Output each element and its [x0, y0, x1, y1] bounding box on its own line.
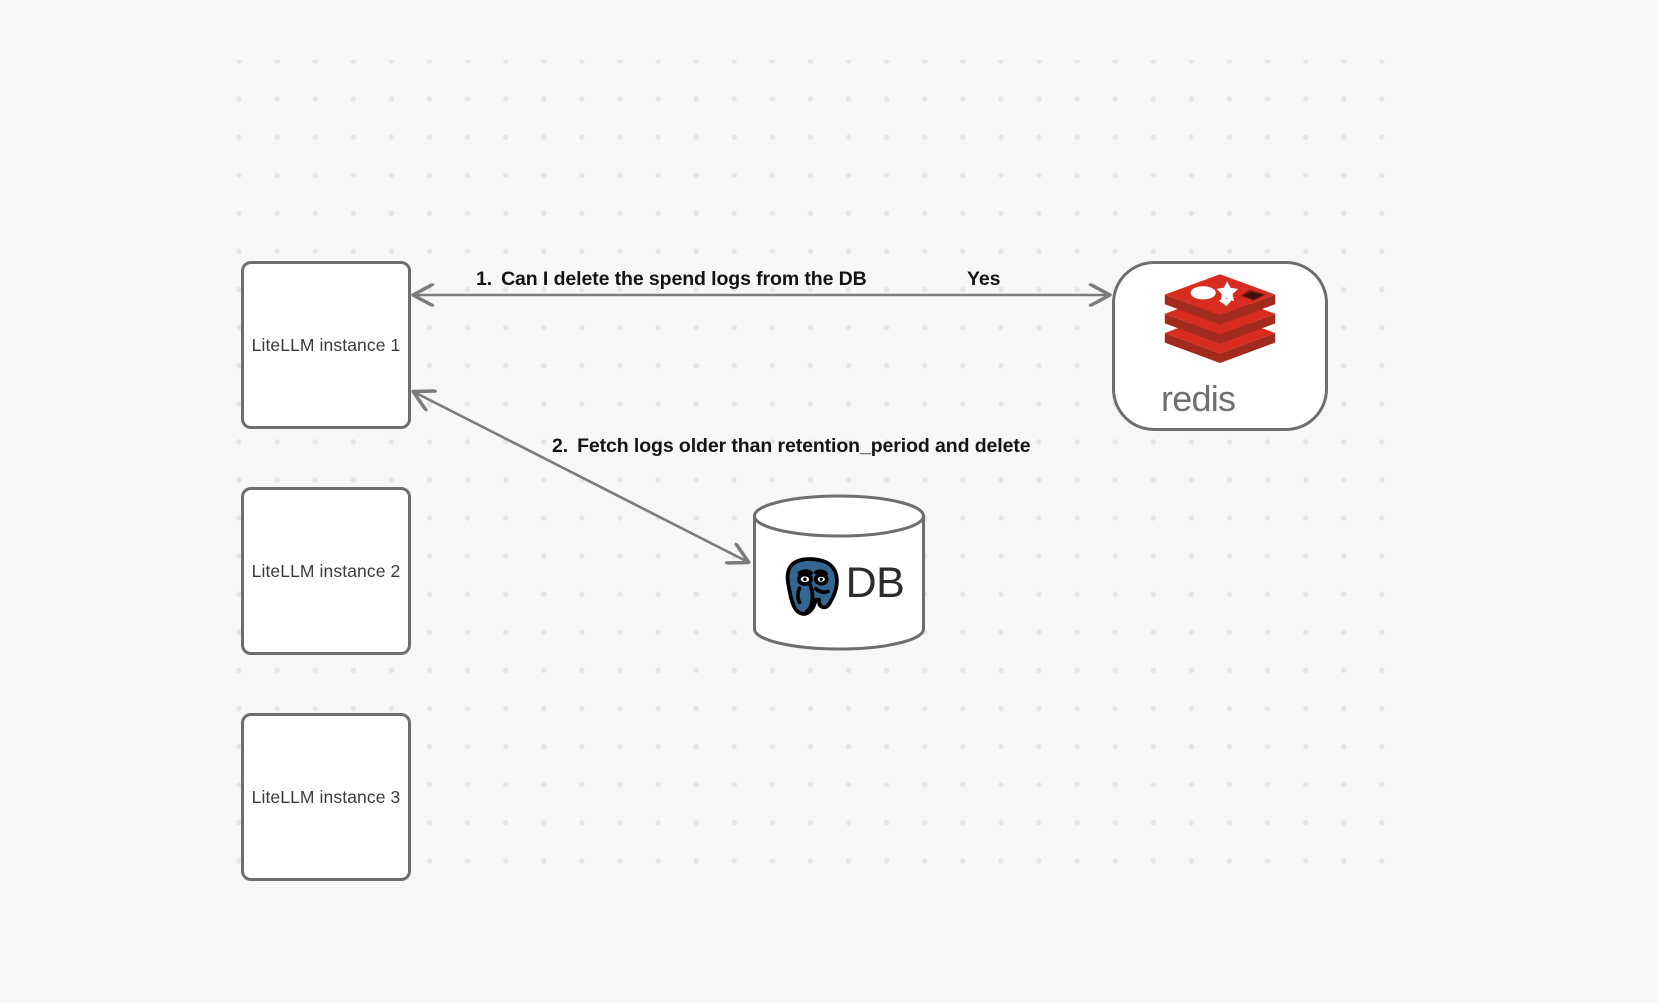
- redis-wordmark: redis: [1161, 379, 1236, 419]
- svg-text:redis: redis: [1161, 379, 1235, 419]
- database-label: DB: [845, 559, 905, 607]
- edge-2-number: 2.: [552, 435, 569, 457]
- node-litellm-instance-3[interactable]: LiteLLM instance 3: [241, 713, 411, 881]
- edge-1-number: 1.: [476, 268, 493, 290]
- node-litellm-instance-1[interactable]: LiteLLM instance 1: [241, 261, 411, 429]
- edge-litellm1-db: [414, 392, 748, 562]
- edge-label-1: 1. Can I delete the spend logs from the D…: [476, 268, 867, 291]
- node-litellm-instance-2-label: LiteLLM instance 2: [251, 560, 401, 581]
- edge-label-2: 2. Fetch logs older than retention_period…: [552, 435, 1031, 458]
- database-cylinder-shape: [753, 494, 925, 651]
- node-redis[interactable]: redis: [1112, 261, 1328, 431]
- edge-1-text: Can I delete the spend logs from the DB: [501, 268, 867, 290]
- node-litellm-instance-3-label: LiteLLM instance 3: [251, 786, 401, 807]
- postgresql-elephant-icon: [785, 556, 839, 616]
- node-litellm-instance-1-label: LiteLLM instance 1: [251, 334, 401, 355]
- redis-logo-icon: [1164, 274, 1276, 363]
- edge-label-1-reply: Yes: [967, 268, 1001, 290]
- node-litellm-instance-2[interactable]: LiteLLM instance 2: [241, 487, 411, 655]
- edge-2-text: Fetch logs older than retention_period a…: [577, 435, 1031, 457]
- node-database[interactable]: DB: [752, 494, 926, 651]
